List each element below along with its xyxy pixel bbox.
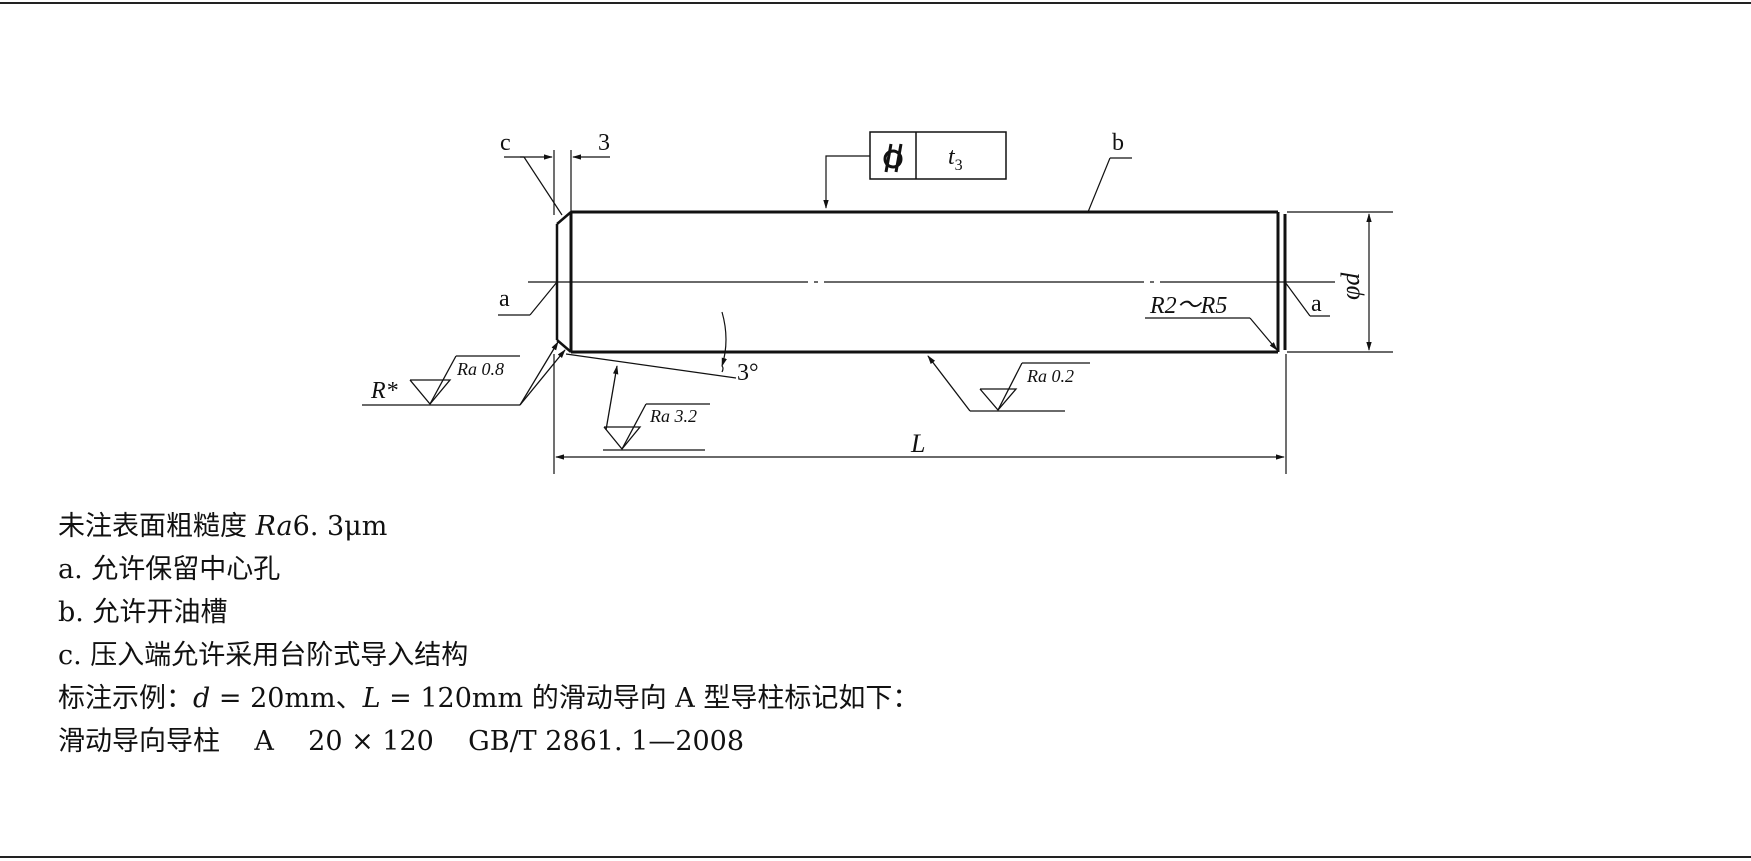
callout-a-right [1284,281,1330,317]
radius-label: R2～R5 [1149,293,1227,319]
top-rule [0,2,1751,4]
roughness-end-face-prefix: R* [370,378,398,404]
roughness-body-label: Ra 0.2 [1026,366,1074,386]
roughness-taper-label: Ra 3.2 [649,406,697,426]
note-marking: 滑动导向导柱 A 20 × 120 GB/T 2861. 1—2008 [58,726,745,757]
taper-lines [565,311,737,379]
note-roughness: 未注表面粗糙度 Ra6. 3μm [58,511,388,542]
diameter-label: φd [1336,272,1365,300]
note-c: c. 压入端允许采用台阶式导入结构 [58,640,469,671]
note-example: 标注示例：d = 20mm、L = 120mm 的滑动导向 A 型导柱标记如下： [58,683,920,714]
taper-angle-label: 3° [737,360,759,386]
roughness-end-face-label: Ra 0.8 [456,359,504,379]
roughness-taper [603,365,710,451]
cylindricity-icon [883,143,903,173]
tolerance-value: t3 [948,144,963,174]
guide-pillar-drawing: c 3 t3 b a a R2～R5 φd [362,130,1393,474]
diameter-dimension [1287,211,1393,353]
note-b: b. 允许开油槽 [58,597,228,628]
callout-a-left [498,281,558,316]
callout-b-label: b [1112,130,1124,156]
chamfer-dim-label: 3 [598,130,610,156]
callout-a-right-label: a [1311,291,1322,317]
cylindricity-frame [823,131,1007,209]
length-dimension [553,354,1287,474]
length-label: L [910,429,925,458]
roughness-body [927,355,1090,412]
callout-c [504,150,610,216]
note-a: a. 允许保留中心孔 [58,554,281,585]
callout-c-label: c [500,130,511,156]
pillar-outline [555,210,1287,354]
callout-b [1087,157,1132,213]
bottom-rule [0,856,1751,858]
roughness-end-face [362,341,566,406]
callout-a-left-label: a [499,286,510,312]
notes-block: 未注表面粗糙度 Ra6. 3μm a. 允许保留中心孔 b. 允许开油槽 c. … [58,505,919,763]
radius-leader [1145,317,1278,351]
